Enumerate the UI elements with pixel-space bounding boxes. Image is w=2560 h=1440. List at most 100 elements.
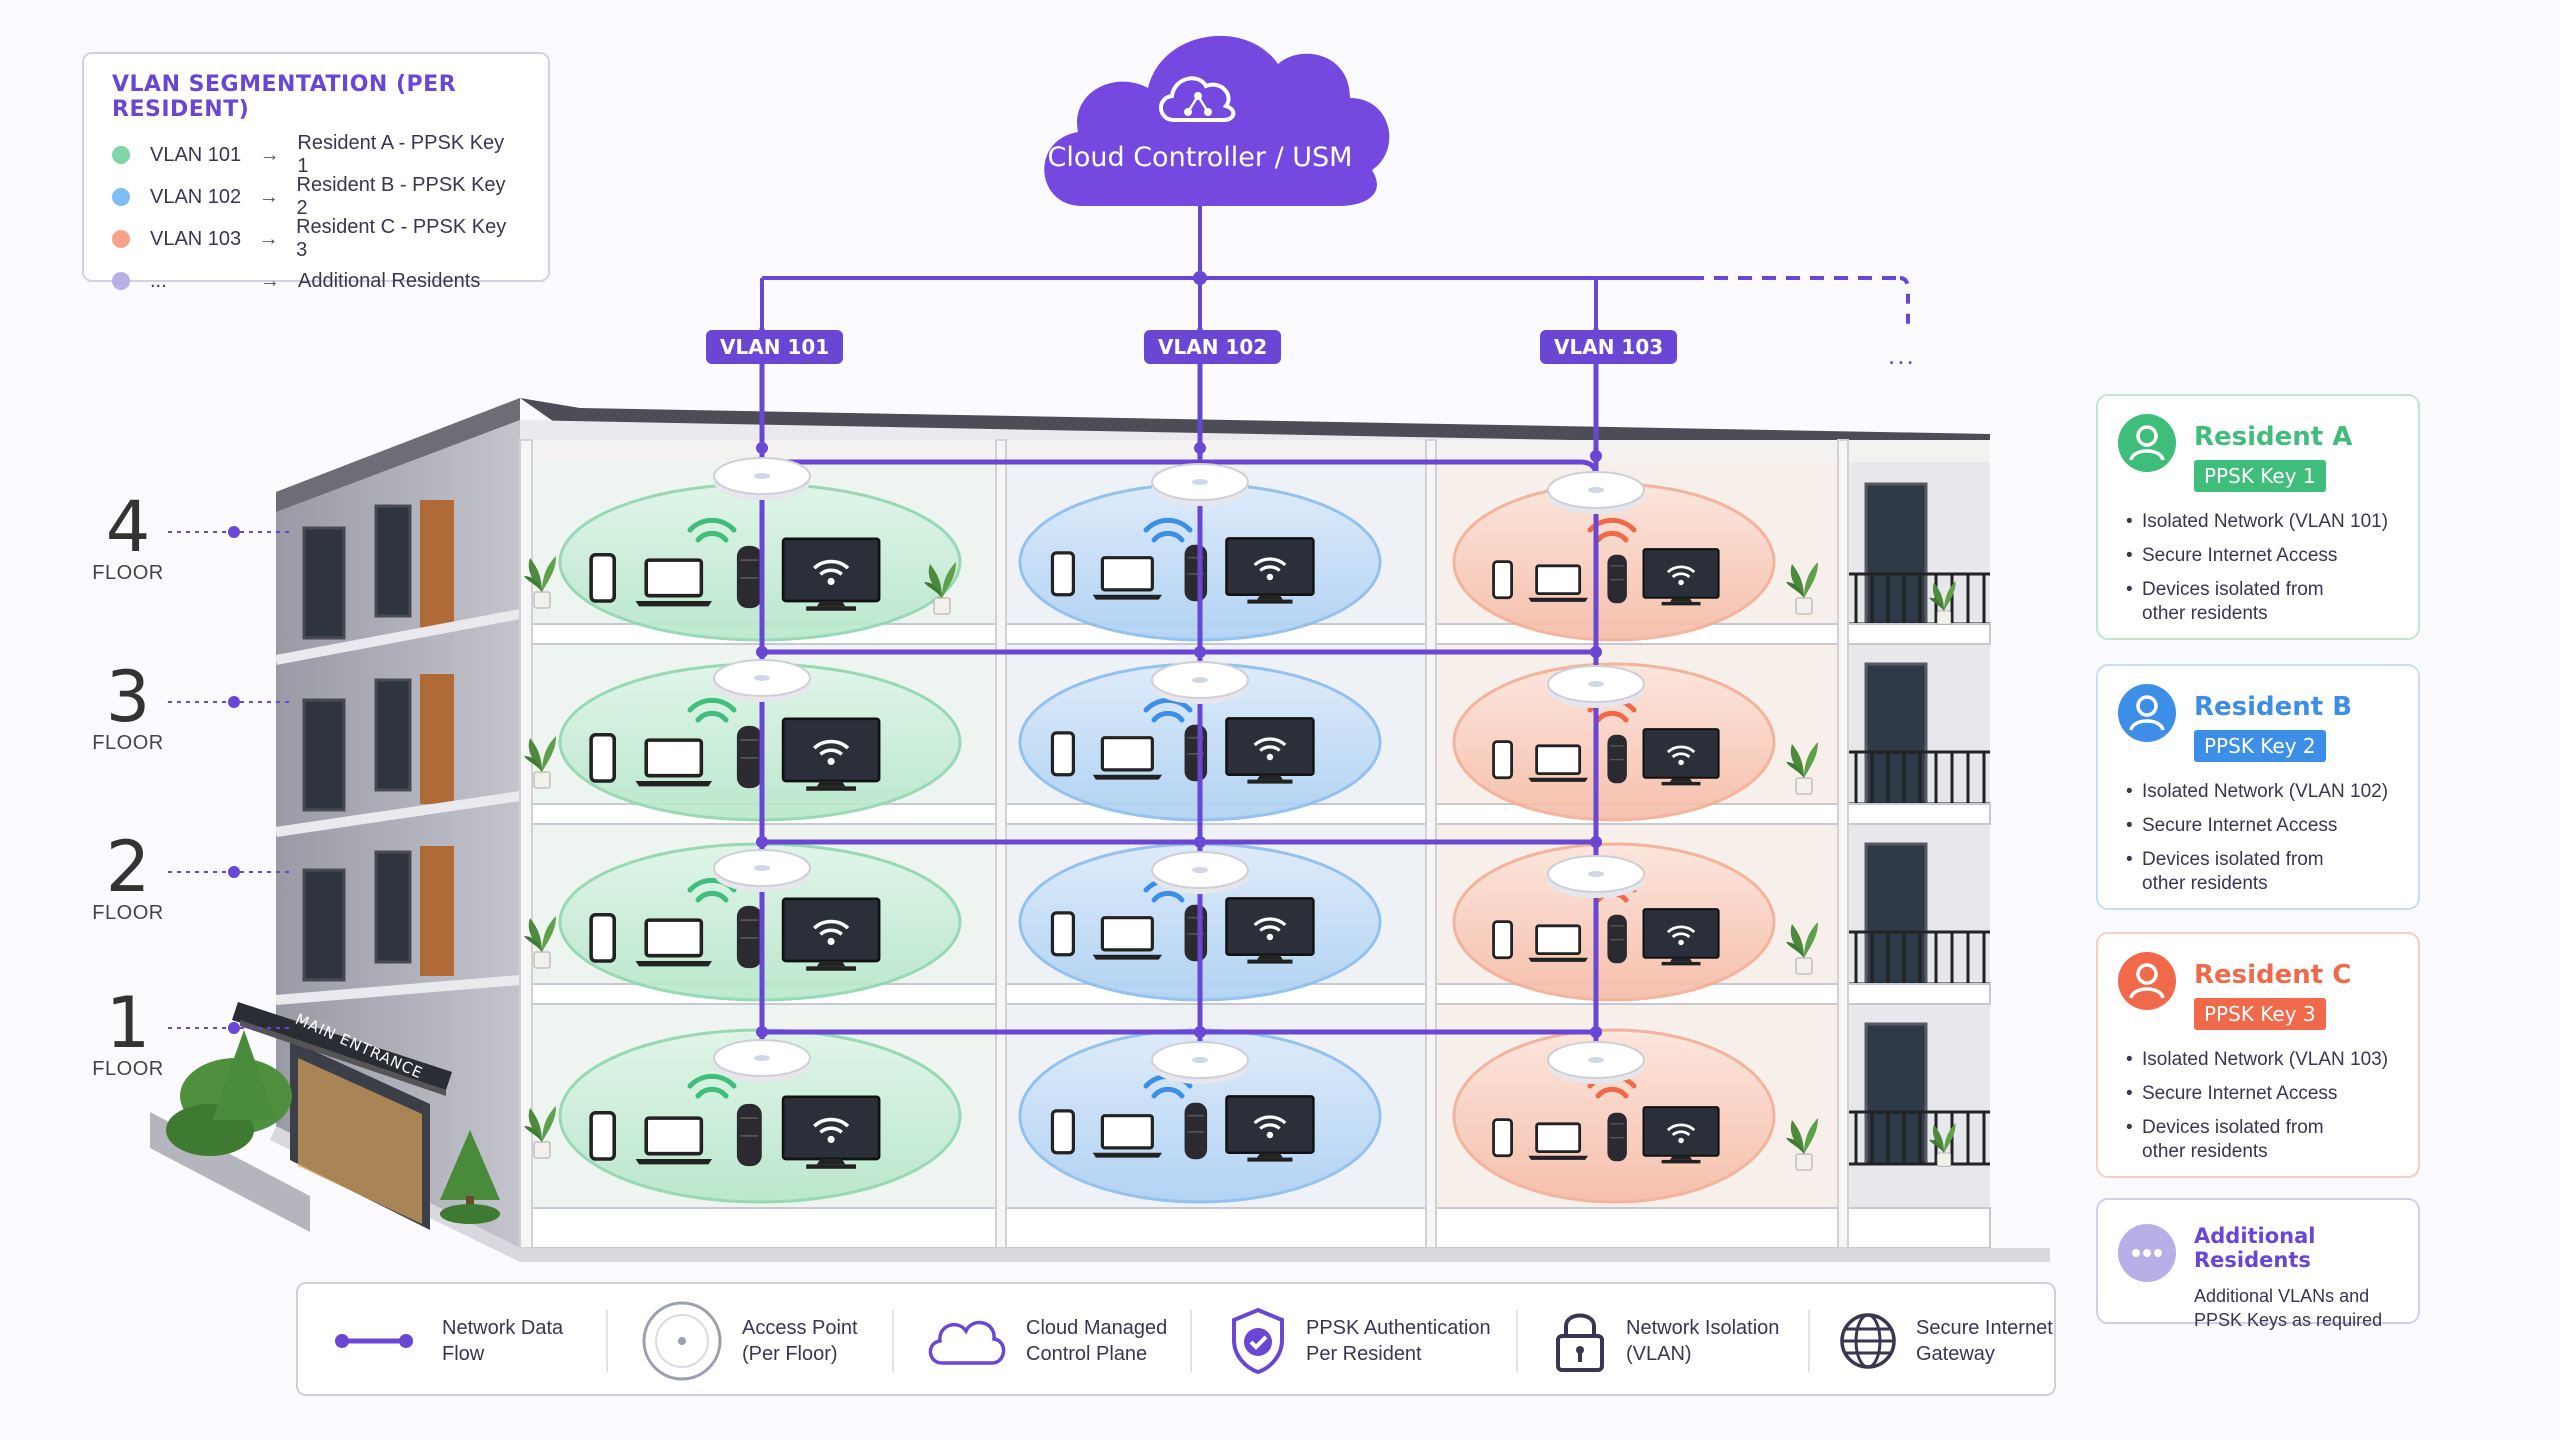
floor-number: 1: [105, 982, 151, 1064]
feature-item: Secure Internet Access: [2126, 814, 2398, 838]
globe-icon: [1840, 1313, 1896, 1369]
legend-line: Per Resident: [1306, 1343, 1422, 1365]
additional-line-2: PPSK Keys as required: [2194, 1310, 2383, 1330]
feature-item: Isolated Network (VLAN 103): [2126, 1048, 2398, 1072]
legend-line: Network Isolation: [1626, 1317, 1780, 1339]
legend-line: Gateway: [1916, 1343, 1995, 1365]
landscape-trees: [166, 1030, 500, 1224]
ppsk-key-badge: PPSK Key 1: [2194, 460, 2326, 492]
more-icon: [2118, 1224, 2176, 1282]
legend-vlan: VLAN 101: [150, 143, 242, 166]
floor-label-1: 1 FLOOR: [78, 988, 178, 1081]
resident-name: Resident C: [2194, 960, 2352, 990]
feature-item: Devices isolated from other residents: [2126, 1116, 2332, 1164]
vlan-more-indicator: ...: [1888, 340, 1916, 370]
floor-connectors: [168, 531, 290, 1029]
arrow-right-icon: →: [260, 269, 280, 292]
additional-title: Additional Residents: [2194, 1224, 2316, 1272]
ppsk-key-badge: PPSK Key 2: [2194, 730, 2326, 762]
additional-residents-card: Additional Residents Additional VLANs an…: [2096, 1198, 2420, 1330]
floor-number: 2: [105, 826, 151, 908]
feature-item: Devices isolated from other residents: [2126, 578, 2332, 626]
floor-label-4: 4 FLOOR: [78, 492, 178, 585]
orange-dot-icon: [112, 230, 130, 248]
additional-line-1: Additional VLANs and: [2194, 1286, 2370, 1306]
cloud-icon: [928, 1320, 1006, 1365]
legend-row-additional: ... → Additional Residents: [112, 260, 520, 302]
vlan-trunk-lines: [760, 206, 1910, 330]
blue-dot-icon: [112, 188, 130, 206]
floor-label-3: 3 FLOOR: [78, 662, 178, 755]
legend-isolation: Network Isolation (VLAN): [1552, 1284, 1779, 1398]
floor-word: FLOOR: [92, 1058, 164, 1080]
purple-dot-icon: [112, 272, 130, 290]
feature-item: Secure Internet Access: [2126, 544, 2398, 568]
legend-line: Flow: [442, 1343, 485, 1365]
legend-line: (Per Floor): [742, 1343, 838, 1365]
resident-card-c: Resident C PPSK Key 3 Isolated Network (…: [2096, 932, 2420, 1178]
user-icon: [2118, 414, 2176, 472]
feature-item: Secure Internet Access: [2126, 1082, 2398, 1106]
floor-word: FLOOR: [92, 732, 164, 754]
resident-features: Isolated Network (VLAN 103) Secure Inter…: [2118, 1048, 2398, 1164]
user-icon: [2118, 952, 2176, 1010]
legend-target: Resident B - PPSK Key 2: [296, 174, 506, 219]
vlan-tag-101: VLAN 101: [706, 330, 844, 364]
floor-number: 4: [105, 486, 151, 568]
legend-line: (VLAN): [1626, 1343, 1692, 1365]
additional-subtitle: Additional VLANs and PPSK Keys as requir…: [2194, 1284, 2398, 1332]
user-icon: [2118, 684, 2176, 742]
legend-row-vlan-102: VLAN 102 → Resident B - PPSK Key 2: [112, 174, 520, 219]
vlan-tag-103: VLAN 103: [1540, 330, 1678, 364]
floor-number: 3: [105, 656, 151, 738]
resident-features: Isolated Network (VLAN 102) Secure Inter…: [2118, 780, 2398, 896]
legend-access-point: Access Point (Per Floor): [640, 1284, 858, 1398]
legend-line: Cloud Managed: [1026, 1317, 1168, 1339]
legend-vlan: VLAN 103: [150, 227, 242, 250]
legend-row-vlan-103: VLAN 103 → Resident C - PPSK Key 3: [112, 216, 520, 261]
legend-target: Additional Residents: [298, 269, 481, 292]
legend-vlan: ...: [150, 269, 167, 292]
legend-line: Network Data: [442, 1317, 564, 1339]
floor-word: FLOOR: [92, 562, 164, 584]
lock-icon: [1556, 1313, 1604, 1372]
floor-word: FLOOR: [92, 902, 164, 924]
feature-item: Isolated Network (VLAN 102): [2126, 780, 2398, 804]
vlan-tag-102: VLAN 102: [1144, 330, 1282, 364]
cloud-controller-label: Cloud Controller / USM: [1047, 142, 1353, 173]
floor-label-2: 2 FLOOR: [78, 832, 178, 925]
resident-features: Isolated Network (VLAN 101) Secure Inter…: [2118, 510, 2398, 626]
vlan-segmentation-legend: VLAN SEGMENTATION (PER RESIDENT) VLAN 10…: [82, 52, 550, 292]
legend-target: Resident A - PPSK Key 1: [297, 132, 505, 177]
resident-name: Resident B: [2194, 692, 2353, 722]
cloud-controller-icon: [1159, 76, 1236, 122]
main-entrance: [150, 1002, 452, 1232]
legend-target: Resident C - PPSK Key 3: [296, 216, 507, 261]
access-point-icon: [642, 1301, 722, 1381]
network-flow-icon: [335, 1334, 413, 1348]
resident-card-b: Resident B PPSK Key 2 Isolated Network (…: [2096, 664, 2420, 910]
legend-line: PPSK Authentication: [1306, 1317, 1491, 1339]
arrow-right-icon: →: [258, 227, 279, 250]
ppsk-key-badge: PPSK Key 3: [2194, 998, 2326, 1030]
legend-row-vlan-101: VLAN 101 → Resident A - PPSK Key 1: [112, 132, 520, 177]
legend-line: Secure Internet: [1916, 1317, 2053, 1339]
legend-title: VLAN SEGMENTATION (PER RESIDENT): [112, 72, 457, 122]
feature-item: Devices isolated from other residents: [2126, 848, 2332, 896]
legend-vlan: VLAN 102: [150, 185, 242, 208]
resident-card-a: Resident A PPSK Key 1 Isolated Network (…: [2096, 394, 2420, 640]
legend-line: Access Point: [742, 1317, 858, 1339]
arrow-right-icon: →: [259, 143, 280, 166]
balconies: [1844, 462, 1990, 1222]
resident-name: Resident A: [2194, 422, 2353, 452]
green-dot-icon: [112, 146, 130, 164]
arrow-right-icon: →: [258, 185, 279, 208]
shield-check-icon: [1232, 1307, 1284, 1375]
feature-item: Isolated Network (VLAN 101): [2126, 510, 2398, 534]
